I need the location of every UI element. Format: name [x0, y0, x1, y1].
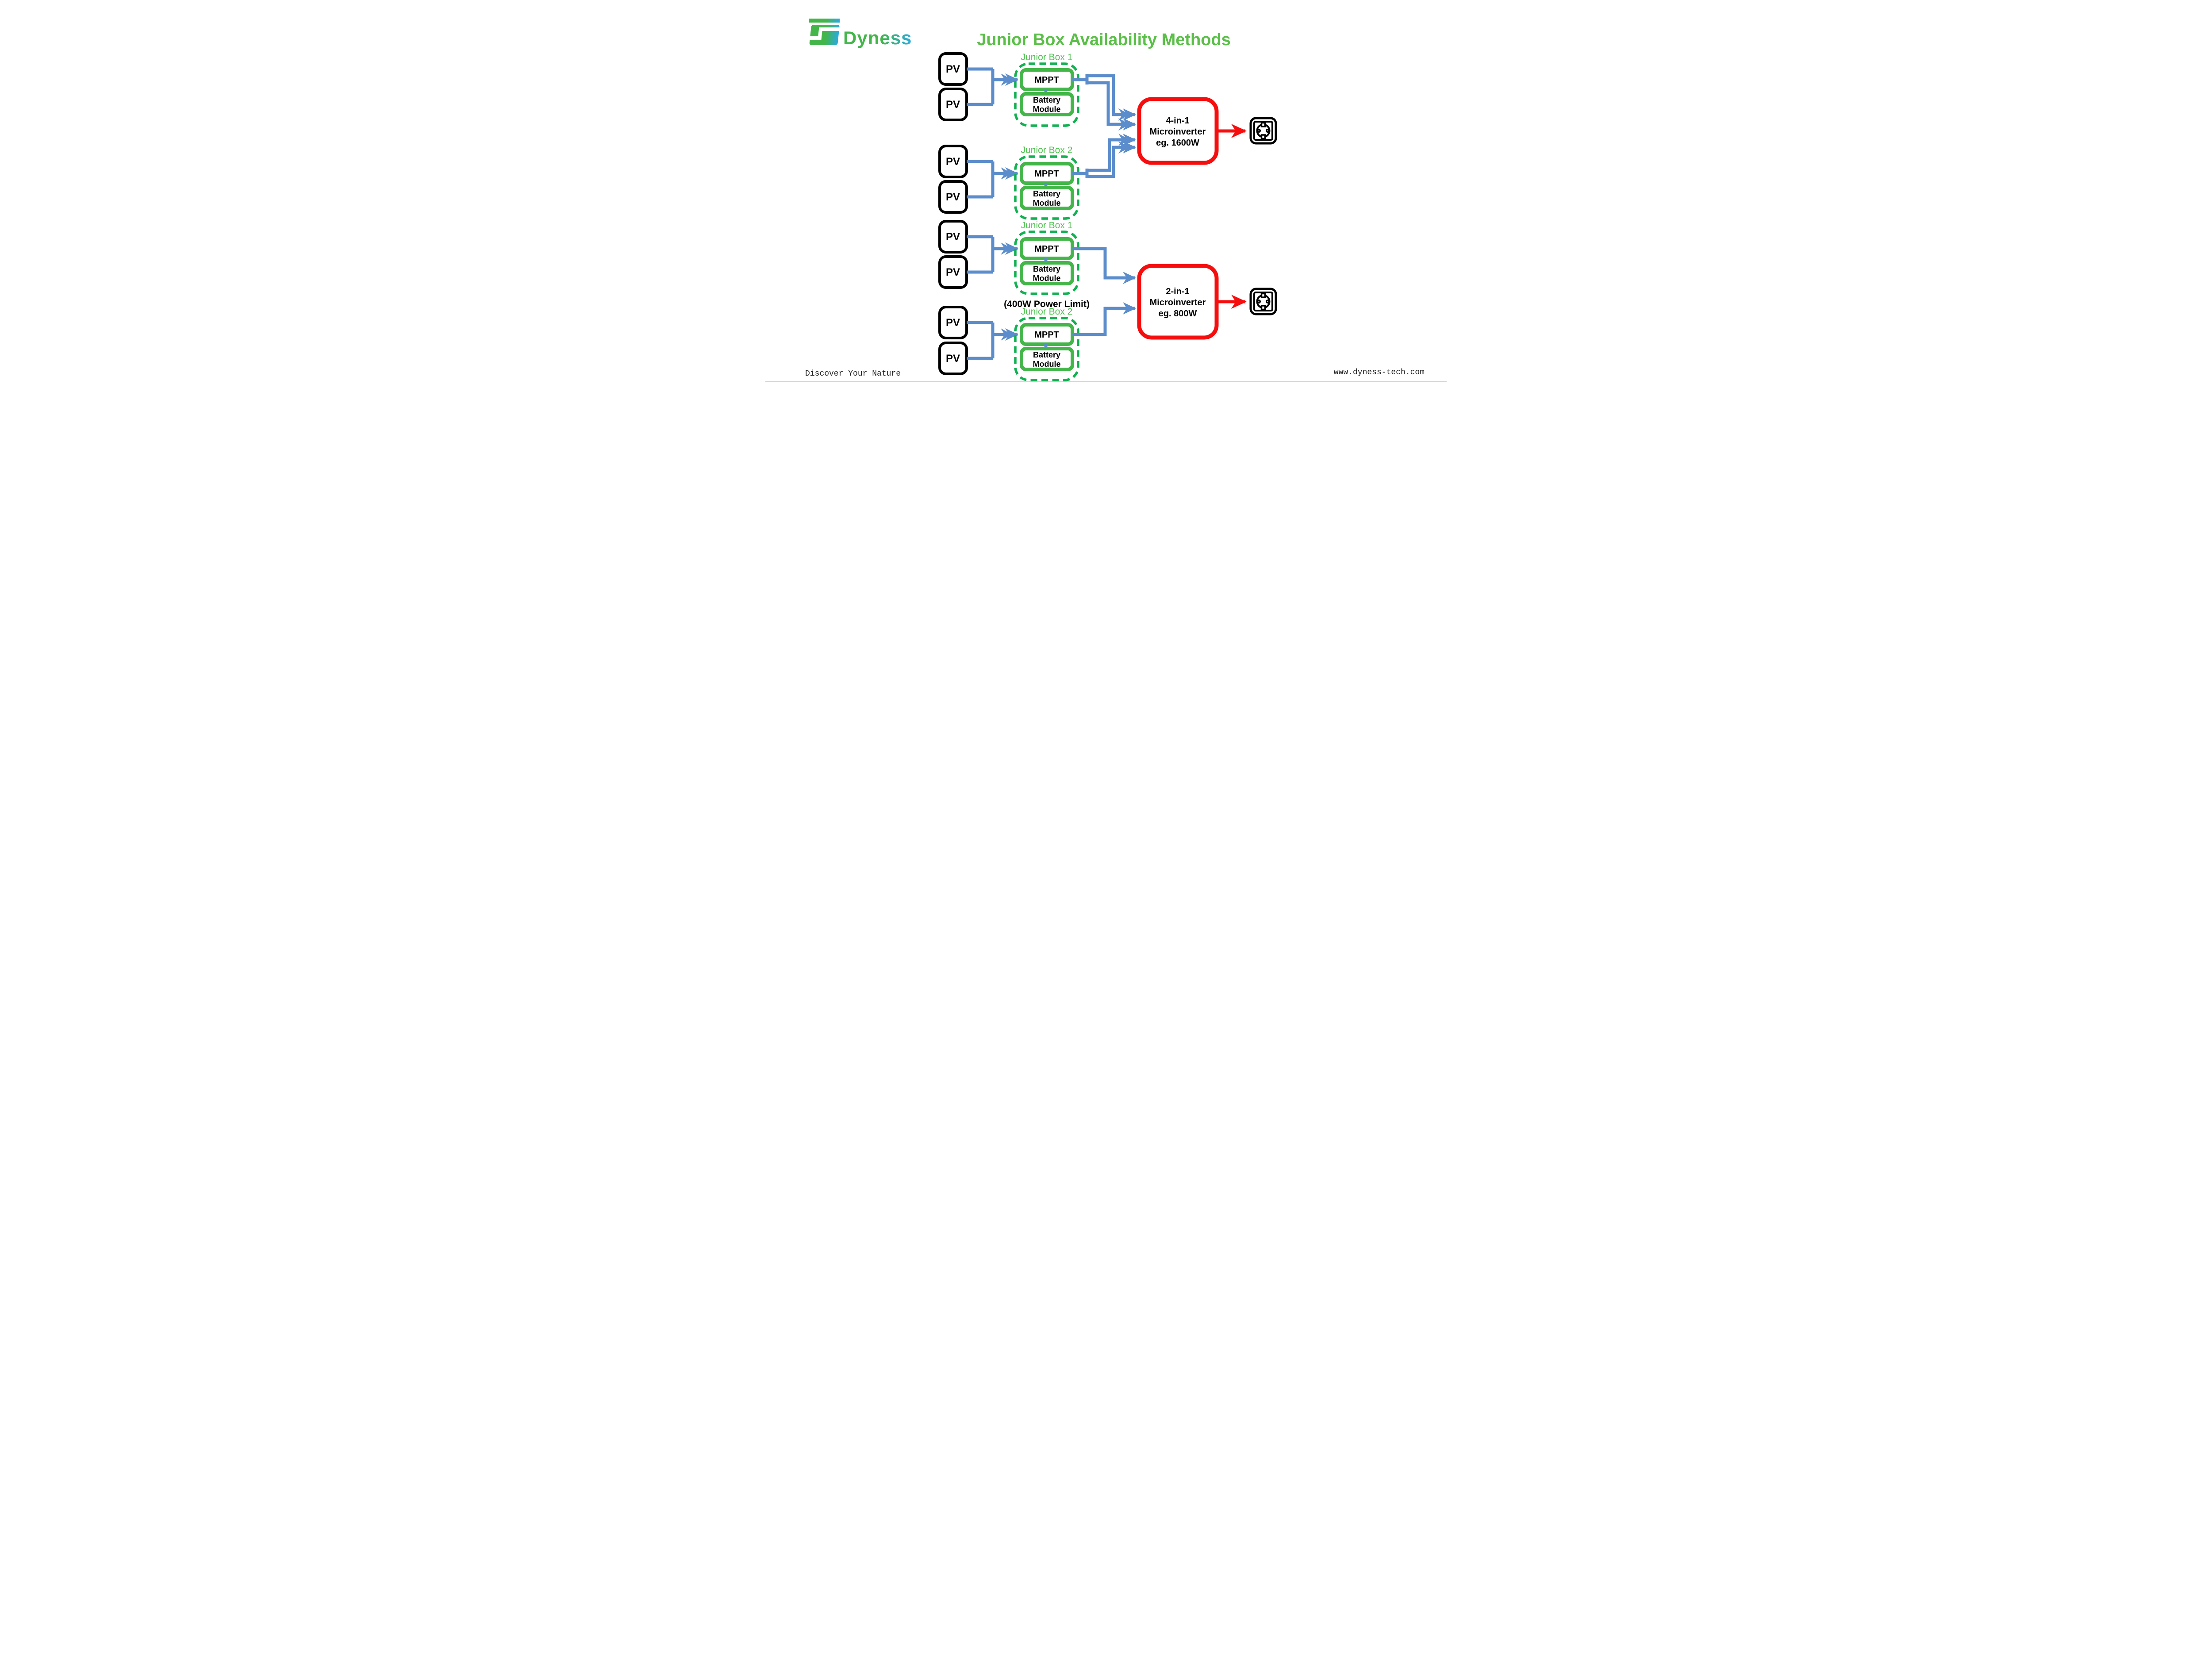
- mppt-input-arrow-chevron: [1001, 242, 1012, 255]
- junior-box-1-output-routing: [1072, 74, 1136, 131]
- dyness-logo-icon: [808, 25, 841, 45]
- microinverter-2in1-type: Microinverter: [1150, 298, 1206, 307]
- microinverter-2in1: 2-in-1 Microinverter eg. 800W: [1137, 264, 1247, 340]
- inverter-input-arrow-chevron: [1118, 118, 1130, 131]
- mppt-label: MPPT: [1034, 244, 1059, 254]
- mppt-input-arrow-chevron: [1001, 328, 1012, 341]
- battery-module-label-line1: Battery: [1033, 189, 1060, 198]
- pv-module-label: PV: [946, 266, 960, 278]
- microinverter-4in1-type: Microinverter: [1150, 127, 1206, 137]
- junior-box-2: Junior Box 2 MPPT Battery Module: [1014, 145, 1079, 220]
- battery-module-label-line1: Battery: [1033, 96, 1060, 104]
- pv-module-label: PV: [946, 63, 960, 75]
- junior-box-outline: [1014, 62, 1079, 127]
- mppt-label: MPPT: [1034, 75, 1059, 85]
- pv-module-label: PV: [946, 317, 960, 329]
- inverter-input-arrow: [1072, 302, 1136, 336]
- inverter-input-arrow: [1087, 81, 1136, 131]
- pv-module-label: PV: [946, 99, 960, 111]
- mppt-label: MPPT: [1034, 330, 1059, 340]
- dyness-logo: Dyness: [808, 19, 912, 48]
- junior-box-3: Junior Box 1 MPPT Battery Module: [1014, 220, 1079, 295]
- dyness-wordmark: Dyness: [843, 27, 912, 48]
- battery-module-box: [1020, 186, 1074, 210]
- pv-group-3: PV PV: [938, 220, 1018, 289]
- inverter-input-arrow-chevron: [1118, 108, 1130, 121]
- footer-website: www.dyness-tech.com: [1334, 368, 1425, 377]
- outlet-pin-hole-right: [1265, 128, 1270, 133]
- footer-tagline: Discover Your Nature: [805, 369, 901, 378]
- outlet-earth-tab-top: [1260, 292, 1266, 298]
- outlet-earth-tab-bottom: [1260, 305, 1266, 311]
- junior-box-outline: [1014, 317, 1079, 381]
- inverter-input-arrow-chevron: [1118, 141, 1130, 154]
- microinverter-2in1-power: eg. 800W: [1159, 309, 1197, 319]
- page-title: Junior Box Availability Methods: [977, 31, 1231, 49]
- battery-module-box: [1020, 347, 1074, 371]
- pv-module-label: PV: [946, 231, 960, 243]
- mppt-input-arrow-chevron: [1001, 73, 1012, 86]
- pv-connector-line: [967, 67, 995, 106]
- pv-module-label: PV: [946, 156, 960, 168]
- microinverter-4in1-name: 4-in-1: [1166, 116, 1189, 126]
- outlet-pin-hole-left: [1256, 299, 1261, 304]
- outlet-earth-tab-top: [1260, 122, 1266, 127]
- junior-box-label: Junior Box 2: [1021, 307, 1073, 317]
- inverter-input-arrow: [1087, 134, 1136, 172]
- outlet-pin-hole-right: [1265, 299, 1270, 304]
- outlet-pin-hole-left: [1256, 128, 1261, 133]
- logo-accent-bar: [809, 19, 840, 23]
- pv-module-label: PV: [946, 191, 960, 203]
- junior-box-label: Junior Box 2: [1021, 145, 1073, 155]
- power-outlet-icon: [1249, 288, 1277, 315]
- slide-canvas: Dyness Junior Box Availability Methods P…: [765, 0, 1447, 383]
- diagram-canvas: Dyness Junior Box Availability Methods P…: [765, 19, 1447, 382]
- battery-module-box: [1020, 261, 1074, 285]
- junior-box-label: Junior Box 1: [1021, 52, 1073, 62]
- battery-module-label-line1: Battery: [1033, 350, 1060, 359]
- pv-module-label: PV: [946, 353, 960, 365]
- microinverter-4in1: 4-in-1 Microinverter eg. 1600W: [1137, 97, 1247, 165]
- junior-box-outline: [1014, 155, 1079, 220]
- mppt-label: MPPT: [1034, 169, 1059, 179]
- junior-box-4: Junior Box 2 MPPT Battery Module: [1014, 307, 1079, 381]
- pv-connector-line: [967, 160, 995, 199]
- pv-group-2: PV PV: [938, 145, 1018, 214]
- junior-box-2-output-routing: [1072, 134, 1136, 178]
- battery-module-label-line2: Module: [1033, 105, 1061, 114]
- junior-box-outline: [1014, 231, 1079, 295]
- microinverter-4in1-power: eg. 1600W: [1156, 138, 1199, 148]
- microinverter-2in1-name: 2-in-1: [1166, 287, 1189, 296]
- battery-module-label-line1: Battery: [1033, 265, 1060, 273]
- pv-connector-line: [967, 321, 995, 360]
- power-limit-note: (400W Power Limit): [1004, 299, 1090, 309]
- inverter-input-arrow: [1072, 247, 1136, 284]
- power-outlet-icon: [1249, 117, 1277, 145]
- mppt-output-line: [1072, 169, 1089, 178]
- battery-module-label-line2: Module: [1033, 199, 1061, 207]
- pv-group-1: PV PV: [938, 52, 1018, 121]
- mppt-output-line: [1072, 74, 1089, 85]
- battery-module-label-line2: Module: [1033, 274, 1061, 283]
- junior-box-label: Junior Box 1: [1021, 220, 1073, 231]
- battery-module-box: [1020, 92, 1074, 116]
- junior-box-1: Junior Box 1 MPPT Battery Module: [1014, 52, 1079, 127]
- pv-group-4: PV PV: [938, 306, 1018, 375]
- battery-module-label-line2: Module: [1033, 360, 1061, 369]
- mppt-input-arrow-chevron: [1001, 167, 1012, 180]
- pv-connector-line: [967, 235, 995, 274]
- outlet-earth-tab-bottom: [1260, 134, 1266, 140]
